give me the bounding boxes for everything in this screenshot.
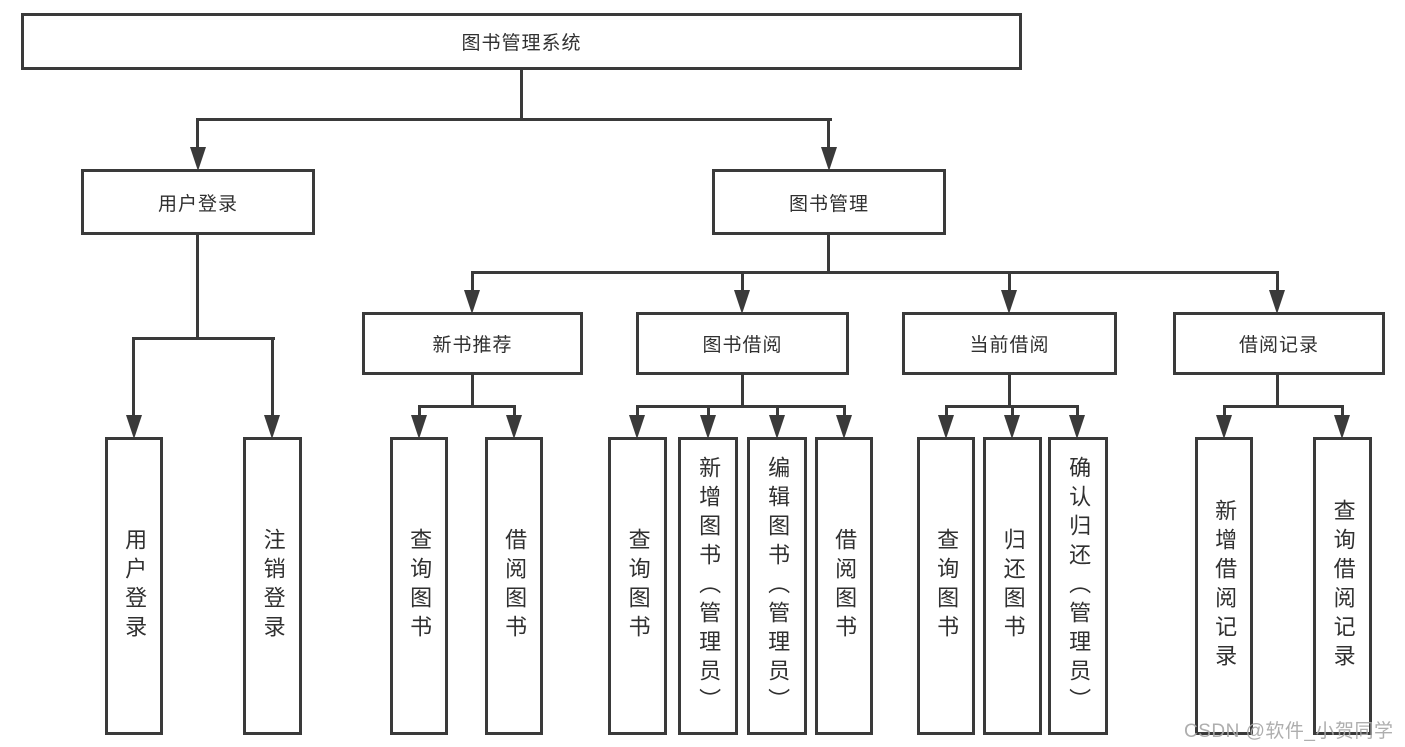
node-book-borrow: 图书借阅 [636,312,849,375]
csdn-watermark: CSDN @软件_小贺同学 [1184,721,1394,742]
connector-line [1008,271,1011,293]
leaf-cur-return-books-label: 归还图书 [1000,528,1026,644]
connector-line [520,70,523,120]
node-root: 图书管理系统 [21,13,1022,70]
connector-line [636,405,639,418]
connector-arrowhead [1004,415,1020,439]
connector-line [196,118,832,121]
leaf-rec-borrow-books-label: 借阅图书 [502,528,528,644]
connector-arrowhead [1001,290,1017,314]
connector-line [1223,405,1344,408]
connector-arrowhead [464,290,480,314]
connector-line [1276,271,1279,293]
connector-arrowhead [938,415,954,439]
node-current-borrow: 当前借阅 [902,312,1117,375]
connector-line [636,405,846,408]
connector-line [471,271,474,293]
leaf-br-add-books-admin: 新增图书（管理员） [678,437,738,735]
connector-line [776,405,779,418]
connector-line [945,405,948,418]
node-new-book-recommend: 新书推荐 [362,312,583,375]
connector-arrowhead [264,415,280,439]
leaf-hist-add-record-label: 新增借阅记录 [1212,499,1238,673]
connector-arrowhead [126,415,142,439]
node-borrow-records: 借阅记录 [1173,312,1385,375]
leaf-logout: 注销登录 [243,437,302,735]
leaf-rec-query-books-label: 查询图书 [407,528,433,644]
connector-line [418,405,516,408]
connector-line [1076,405,1079,418]
leaf-br-query-books: 查询图书 [608,437,667,735]
connector-line [196,118,199,150]
connector-line [132,337,135,418]
leaf-hist-query-record-label: 查询借阅记录 [1330,499,1356,673]
leaf-user-login: 用户登录 [105,437,163,735]
connector-line [471,271,1278,274]
connector-line [827,118,830,150]
leaf-hist-add-record: 新增借阅记录 [1195,437,1253,735]
connector-line [418,405,421,418]
leaf-br-edit-books-admin: 编辑图书（管理员） [747,437,807,735]
connector-line [1276,375,1279,407]
connector-arrowhead [1069,415,1085,439]
leaf-br-edit-books-admin-label: 编辑图书（管理员） [765,455,791,717]
leaf-cur-query-books-label: 查询图书 [934,528,960,644]
connector-line [1223,405,1226,418]
leaf-br-borrow-books-label: 借阅图书 [832,528,858,644]
leaf-rec-query-books: 查询图书 [390,437,448,735]
connector-line [1011,405,1014,418]
connector-arrowhead [411,415,427,439]
connector-line [741,375,744,407]
leaf-cur-confirm-return-admin: 确认归还（管理员） [1048,437,1108,735]
connector-arrowhead [190,147,206,171]
node-current-borrow-label: 当前借阅 [969,335,1050,356]
leaf-hist-query-record: 查询借阅记录 [1313,437,1372,735]
connector-line [1008,375,1011,407]
leaf-br-query-books-label: 查询图书 [625,528,651,644]
connector-line [827,235,830,274]
leaf-cur-return-books: 归还图书 [983,437,1042,735]
connector-line [196,235,199,340]
connector-arrowhead [836,415,852,439]
connector-arrowhead [1269,290,1285,314]
node-book-management-label: 图书管理 [788,193,869,215]
node-book-management: 图书管理 [712,169,946,235]
connector-arrowhead [1216,415,1232,439]
leaf-br-add-books-admin-label: 新增图书（管理员） [696,455,722,717]
leaf-rec-borrow-books: 借阅图书 [485,437,543,735]
node-new-book-recommend-label: 新书推荐 [432,335,513,356]
connector-line [707,405,710,418]
node-user-login-label: 用户登录 [157,193,238,215]
connector-arrowhead [821,147,837,171]
connector-line [843,405,846,418]
node-root-label: 图书管理系统 [461,33,582,54]
connector-line [513,405,516,418]
leaf-user-login-label: 用户登录 [122,528,148,644]
leaf-cur-query-books: 查询图书 [917,437,975,735]
leaf-cur-confirm-return-admin-label: 确认归还（管理员） [1066,455,1092,717]
leaf-br-borrow-books: 借阅图书 [815,437,873,735]
connector-line [271,337,274,418]
connector-arrowhead [629,415,645,439]
node-borrow-records-label: 借阅记录 [1238,335,1319,356]
connector-arrowhead [769,415,785,439]
connector-line [132,337,275,340]
connector-arrowhead [1334,415,1350,439]
connector-arrowhead [700,415,716,439]
node-user-login: 用户登录 [81,169,315,235]
connector-line [741,271,744,293]
connector-arrowhead [506,415,522,439]
leaf-logout-label: 注销登录 [260,528,286,644]
connector-arrowhead [734,290,750,314]
node-book-borrow-label: 图书借阅 [702,335,783,356]
connector-line [471,375,474,407]
connector-line [1341,405,1344,418]
